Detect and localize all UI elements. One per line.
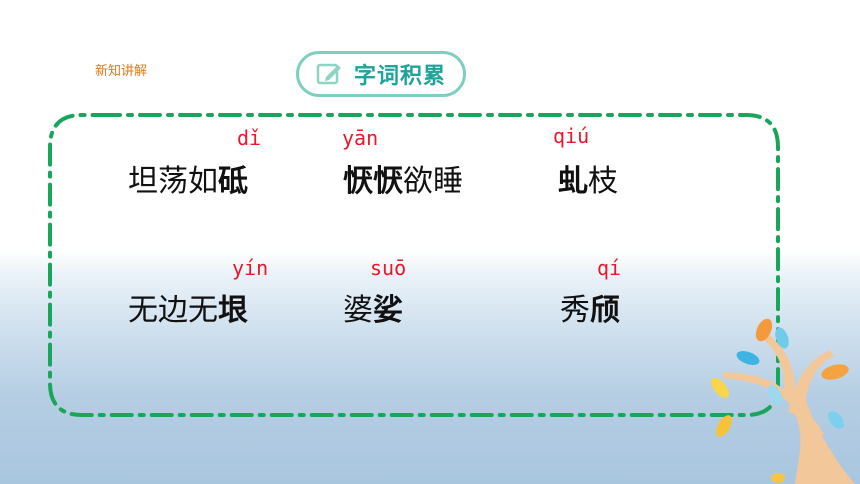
word-highlight: 娑: [373, 293, 403, 328]
word-plain: 婆: [343, 293, 373, 328]
word-highlight: 颀: [590, 293, 620, 328]
word-wu-bian-wu-yin: 无边无垠: [128, 293, 248, 329]
word-plain: 坦荡如: [128, 164, 218, 199]
word-plain-after: 欲睡: [403, 164, 463, 199]
pinyin-qi: qí: [597, 256, 622, 280]
word-highlight: 恹恹: [343, 164, 403, 199]
word-plain: 秀: [560, 293, 590, 328]
title-badge: 字词积累: [296, 51, 466, 97]
word-highlight: 砥: [218, 164, 248, 199]
word-qiu-zhi: 虬枝: [558, 164, 618, 200]
pinyin-suo: suō: [370, 256, 407, 280]
word-highlight: 垠: [218, 293, 248, 328]
pinyin-qiu: qiú: [553, 124, 590, 148]
pinyin-yin: yín: [232, 256, 269, 280]
word-plain: 无边无: [128, 293, 218, 328]
pinyin-di: dǐ: [237, 126, 262, 150]
word-tan-dang-ru-di: 坦荡如砥: [128, 164, 248, 200]
section-label: 新知讲解: [95, 64, 148, 79]
word-highlight: 虬: [558, 164, 588, 199]
word-yan-yan-yu-shui: 恹恹欲睡: [343, 164, 463, 200]
word-po-suo: 婆娑: [343, 293, 403, 329]
pinyin-yan: yān: [342, 126, 379, 150]
word-plain-after: 枝: [588, 164, 618, 199]
word-xiu-qi: 秀颀: [560, 293, 620, 329]
edit-icon: [316, 63, 341, 85]
title-text: 字词积累: [353, 64, 446, 89]
